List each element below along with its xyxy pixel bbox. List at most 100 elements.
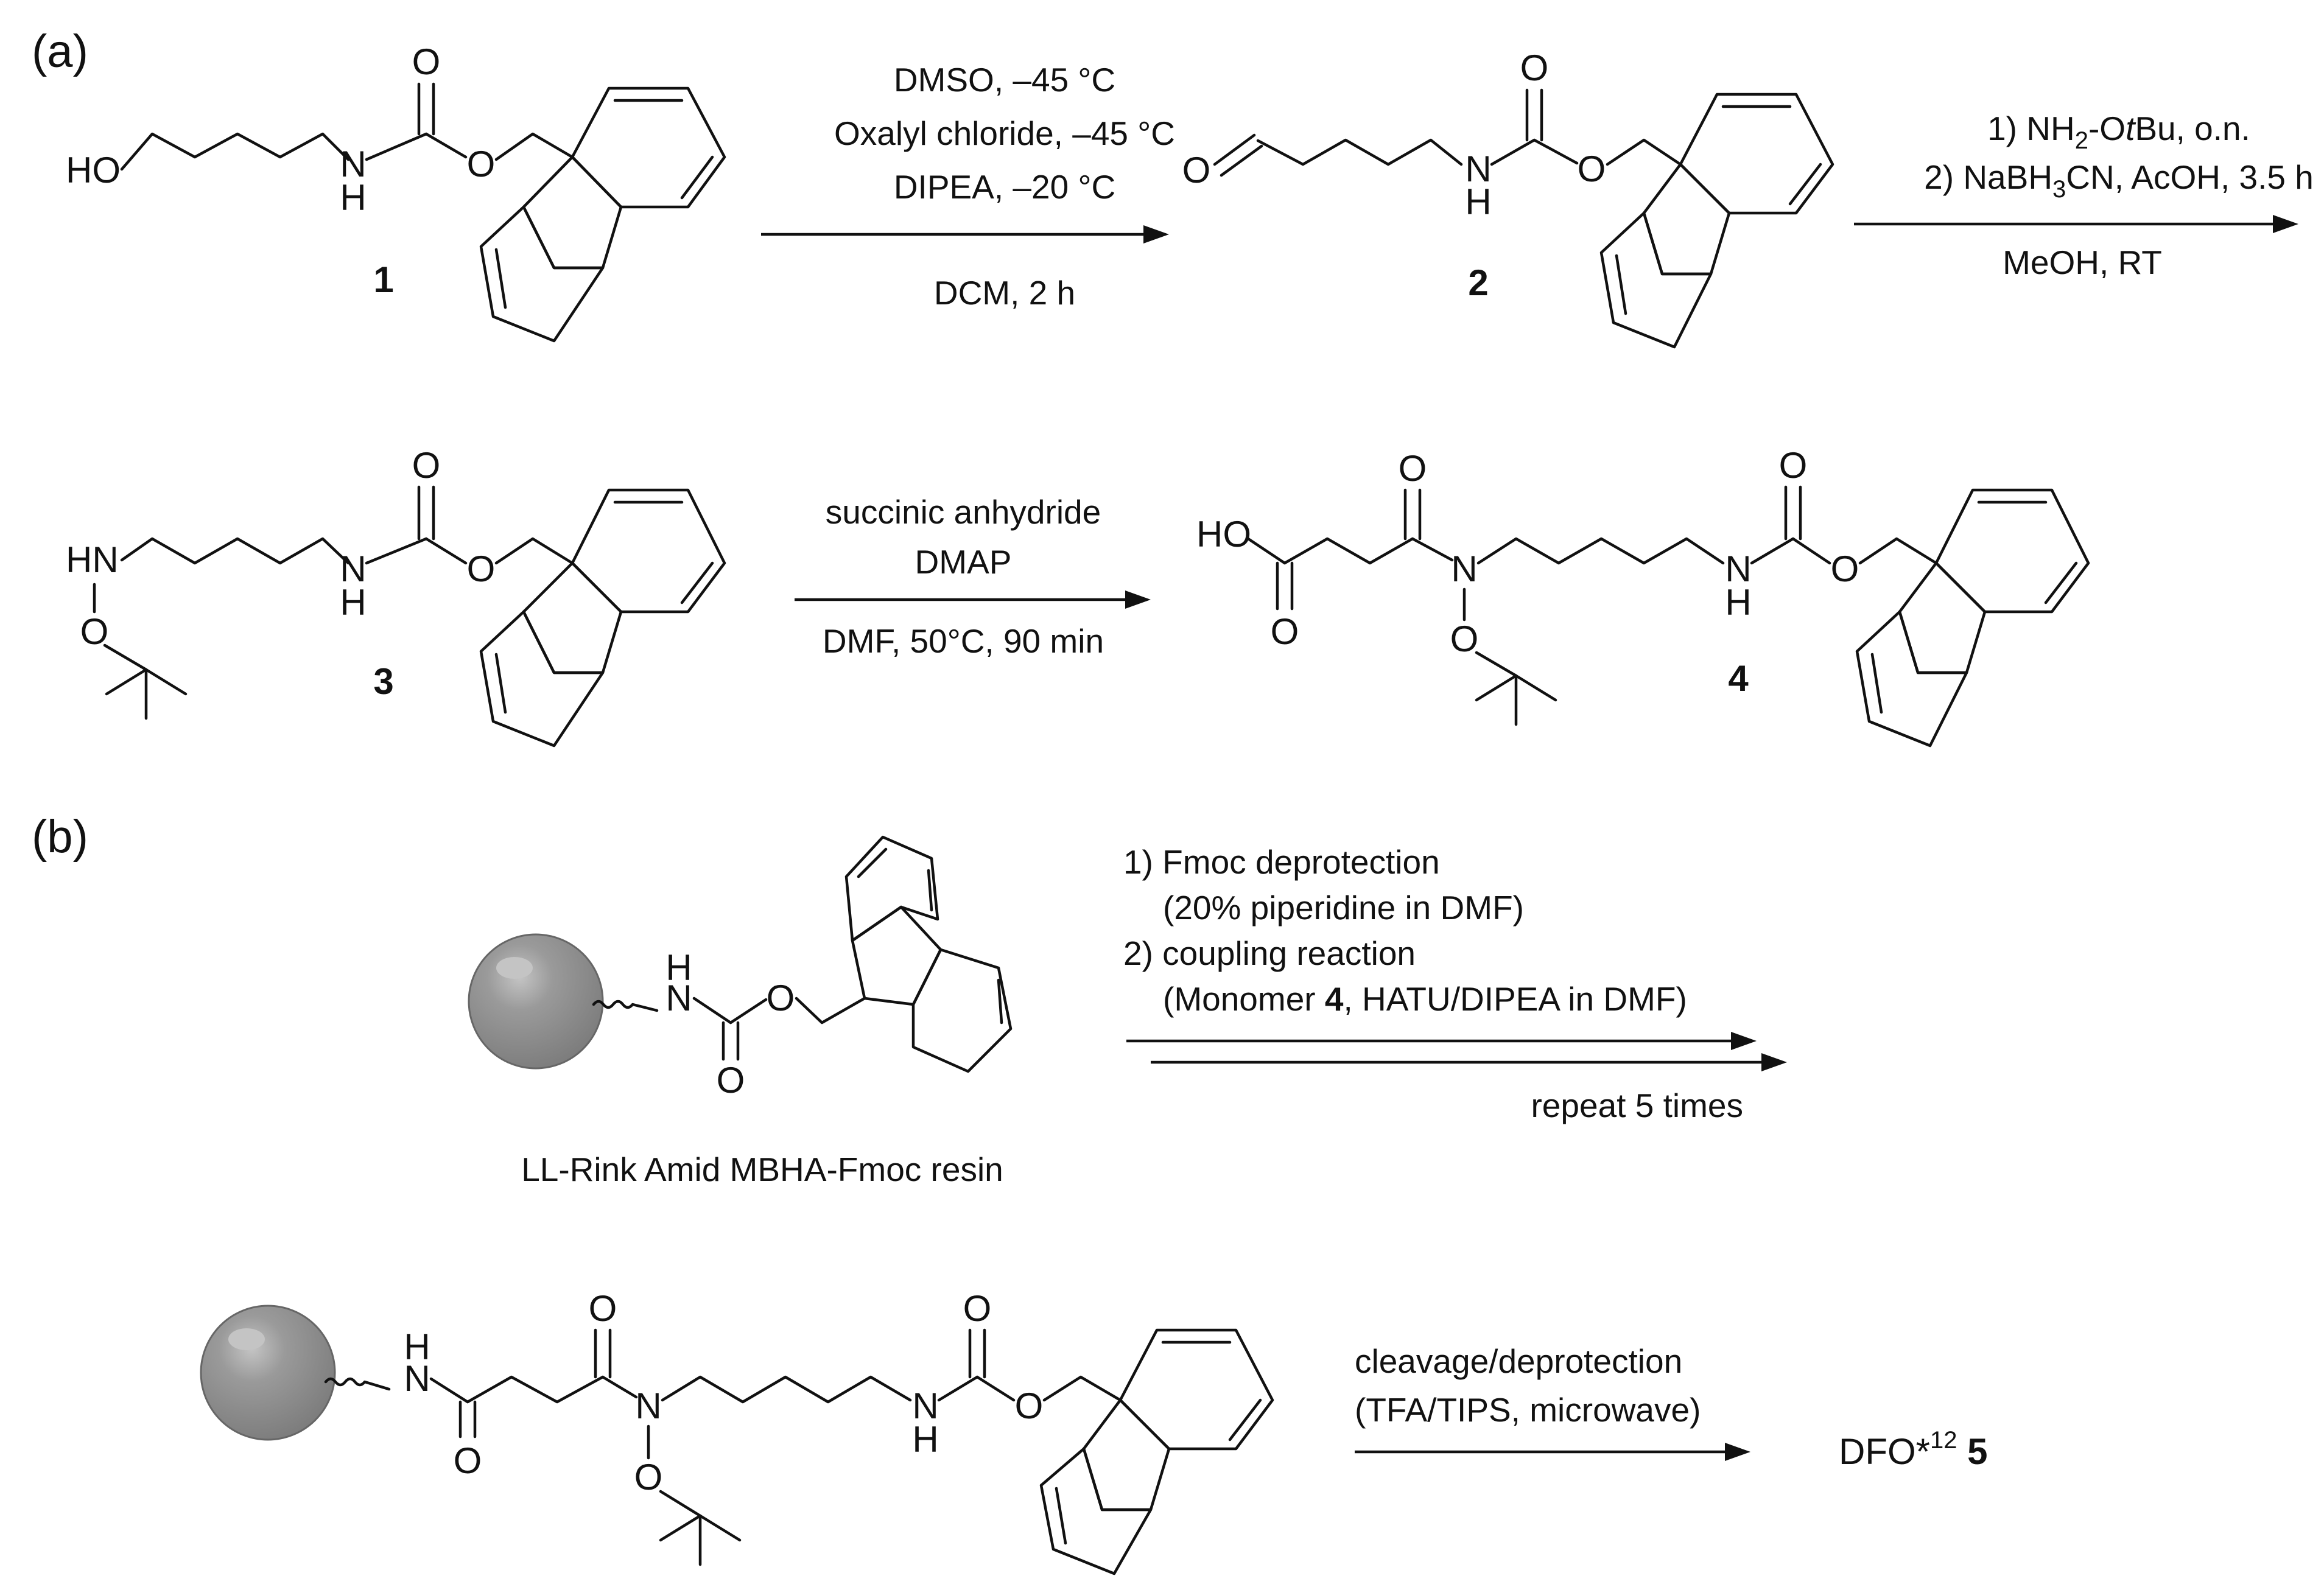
resin-linker-wavy-bond xyxy=(324,1377,391,1391)
compound-3-structure: HN O N H O O 3 xyxy=(66,445,726,748)
fluorenyl-group xyxy=(1855,488,2090,748)
resin-amide-hydrogen: H xyxy=(404,1326,430,1367)
ester-bond xyxy=(424,537,468,565)
methylene-bond xyxy=(1042,1375,1122,1402)
carbonyl-oxygen: O xyxy=(717,1060,745,1101)
succinyl-chain-bond xyxy=(1283,537,1414,565)
arrow-head xyxy=(1731,1032,1757,1050)
aldehyde-double-bond-2 xyxy=(1220,144,1263,177)
resin-linker-wavy-bond xyxy=(592,1000,659,1012)
pentyl-chain-bond xyxy=(1476,537,1725,565)
pentyl-chain-bond xyxy=(661,1375,912,1404)
compound-2-number: 2 xyxy=(1468,262,1488,303)
resin-bead-highlight xyxy=(228,1328,265,1350)
step4-line: (20% piperidine in DMF) xyxy=(1163,889,1524,927)
carbonyl-oxygen: O xyxy=(1520,47,1549,88)
step4-line: 2) coupling reaction xyxy=(1123,934,1416,972)
reaction-step-3: succinic anhydride DMAP DMF, 50°C, 90 mi… xyxy=(795,493,1151,660)
step1-condition: DIPEA, –20 °C xyxy=(894,168,1115,206)
step2-solvent: MeOH, RT xyxy=(2003,243,2162,281)
fluorenyl-group xyxy=(1599,93,1834,349)
carbamate-nitrogen: N xyxy=(912,1386,938,1426)
resin-bead xyxy=(468,933,604,1070)
carbamate-nh-hydrogen: H xyxy=(1725,582,1751,623)
ester-oxygen: O xyxy=(1015,1386,1044,1426)
step3-solvent: DMF, 50°C, 90 min xyxy=(823,622,1104,660)
amide-c-n-bond xyxy=(1411,537,1454,562)
resin-bound-monomer-structure: N H O O N O N H O O xyxy=(200,1288,1274,1575)
tbu-methyl-bond xyxy=(1475,674,1518,702)
carbonyl-oxygen: O xyxy=(412,41,441,82)
o-tbu-bond xyxy=(659,1490,702,1518)
step5-reagent: cleavage/deprotection xyxy=(1355,1342,1682,1380)
amide-bond xyxy=(1490,138,1536,166)
step2-condition-2: 2) NaBH3CN, AcOH, 3.5 h xyxy=(1924,158,2314,203)
acid-hydroxyl: HO xyxy=(1196,514,1251,555)
hydroxamate-carbonyl-oxygen: O xyxy=(589,1288,617,1329)
step3-reagent: succinic anhydride xyxy=(826,493,1101,531)
product-label: DFO*12 5 xyxy=(1839,1427,1988,1472)
arrow-head xyxy=(2273,215,2298,233)
methylene-bond xyxy=(1606,138,1682,166)
step5-reagent: (TFA/TIPS, microwave) xyxy=(1355,1391,1701,1429)
ester-oxygen: O xyxy=(467,548,496,589)
step1-condition: DMSO, –45 °C xyxy=(894,61,1115,99)
amide-bond xyxy=(937,1375,979,1402)
resin-amide-nitrogen: N xyxy=(665,978,692,1018)
reaction-step-4: 1) Fmoc deprotection (20% piperidine in … xyxy=(1123,843,1787,1124)
ester-bond xyxy=(424,132,468,159)
ester-bond xyxy=(1791,537,1831,565)
o-tbu-bond xyxy=(103,643,148,671)
step3-reagent: DMAP xyxy=(915,543,1012,581)
amide-carbonyl-oxygen: O xyxy=(1399,448,1427,489)
step4-line: 1) Fmoc deprotection xyxy=(1123,843,1440,881)
tbu-methyl-bond xyxy=(659,1514,702,1542)
ester-oxygen: O xyxy=(767,978,795,1018)
ester-bond xyxy=(1532,138,1579,165)
amide-bond xyxy=(429,1377,469,1404)
methylene-bond xyxy=(494,132,574,161)
arrow-head xyxy=(1143,225,1169,243)
amide-bond xyxy=(365,537,428,565)
step1-solvent: DCM, 2 h xyxy=(934,274,1075,312)
step4-repeat: repeat 5 times xyxy=(1531,1087,1743,1124)
ester-oxygen: O xyxy=(1578,149,1606,189)
carbonyl-oxygen: O xyxy=(1779,445,1808,486)
carbonyl-oxygen: O xyxy=(963,1288,992,1329)
butyl-chain-bond xyxy=(1256,138,1463,166)
tbu-methyl-bond xyxy=(105,668,148,696)
compound-4-number: 4 xyxy=(1728,658,1749,699)
ester-bond xyxy=(729,998,768,1025)
methylene-bond xyxy=(1858,537,1938,565)
compound-4-structure: HO O O N O N H O O 4 xyxy=(1196,445,2090,748)
tbu-methyl-bond xyxy=(1514,674,1557,702)
carbamate-nh-hydrogen: H xyxy=(1465,181,1491,222)
carbamate-nitrogen: N xyxy=(1725,548,1751,589)
arrow-head xyxy=(1725,1443,1750,1461)
compound-3-number: 3 xyxy=(373,661,393,702)
ester-bond xyxy=(975,1375,1016,1402)
methylene-bond xyxy=(795,997,866,1025)
reaction-step-2: 1) NH2-OtBu, o.n. 2) NaBH3CN, AcOH, 3.5 … xyxy=(1854,110,2314,281)
aldehyde-double-bond xyxy=(1213,133,1256,166)
amide-bond xyxy=(365,132,428,161)
pentyl-chain-bond xyxy=(120,132,350,171)
step1-condition: Oxalyl chloride, –45 °C xyxy=(834,114,1175,152)
step2-condition-1: 1) NH2-OtBu, o.n. xyxy=(1987,110,2250,154)
hydroxyl-label: HO xyxy=(66,150,121,191)
resin-amide-hydrogen: H xyxy=(665,947,692,988)
carbamate-nh-hydrogen: H xyxy=(912,1419,938,1460)
reaction-step-1: DMSO, –45 °C Oxalyl chloride, –45 °C DIP… xyxy=(761,61,1175,312)
ester-oxygen: O xyxy=(467,144,496,184)
amide-bond xyxy=(1750,537,1795,565)
carbamate-nh-hydrogen: H xyxy=(340,177,366,218)
aldehyde-oxygen: O xyxy=(1182,150,1211,191)
tbu-methyl-bond xyxy=(144,668,188,696)
carbamate-nh-hydrogen: H xyxy=(340,582,366,623)
fluorenyl-group xyxy=(479,488,726,748)
hydroxamate-oxygen: O xyxy=(634,1457,663,1498)
resin-amide-nitrogen: N xyxy=(404,1358,430,1399)
methylene-bond xyxy=(494,537,574,565)
step4-line: (Monomer 4, HATU/DIPEA in DMF) xyxy=(1163,980,1687,1018)
hydroxamate-nitrogen: N xyxy=(635,1386,661,1426)
